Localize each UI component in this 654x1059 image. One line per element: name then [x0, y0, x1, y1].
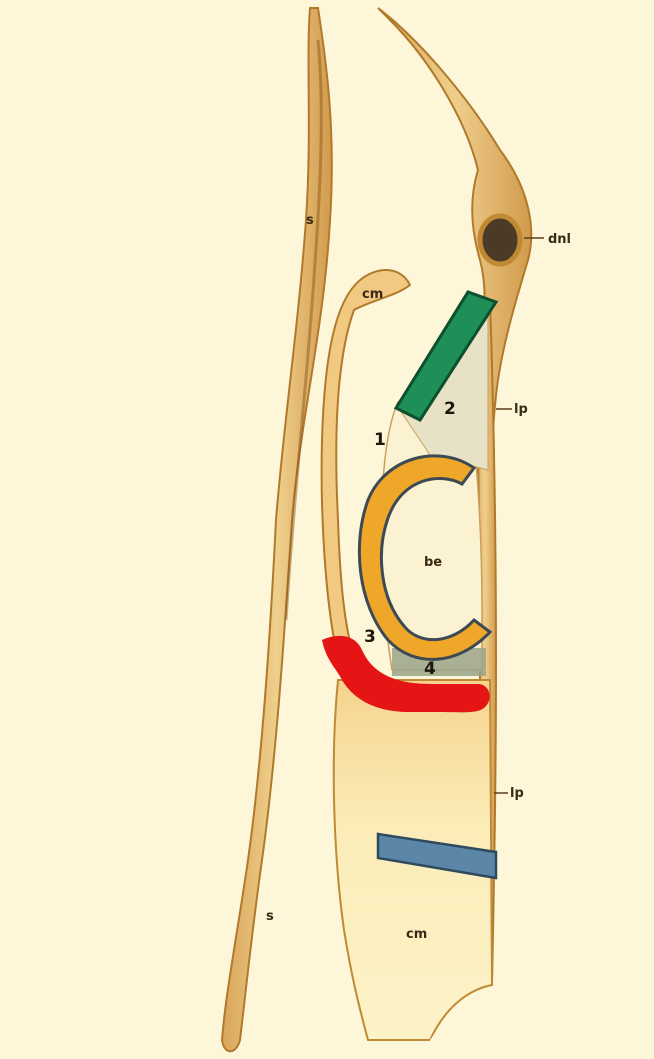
label-s-top: s [306, 213, 314, 228]
label-lp-lower: lp [510, 786, 524, 801]
label-2: 2 [444, 399, 456, 419]
label-s-bottom: s [266, 909, 274, 924]
dnl-canal [480, 216, 520, 264]
label-1: 1 [374, 430, 386, 450]
label-dnl: dnl [548, 232, 571, 247]
label-cm-bottom: cm [406, 927, 427, 942]
label-3: 3 [364, 627, 376, 647]
label-be: be [424, 555, 442, 570]
label-4: 4 [424, 659, 436, 679]
label-lp-upper: lp [514, 402, 528, 417]
label-cm-top: cm [362, 287, 383, 302]
